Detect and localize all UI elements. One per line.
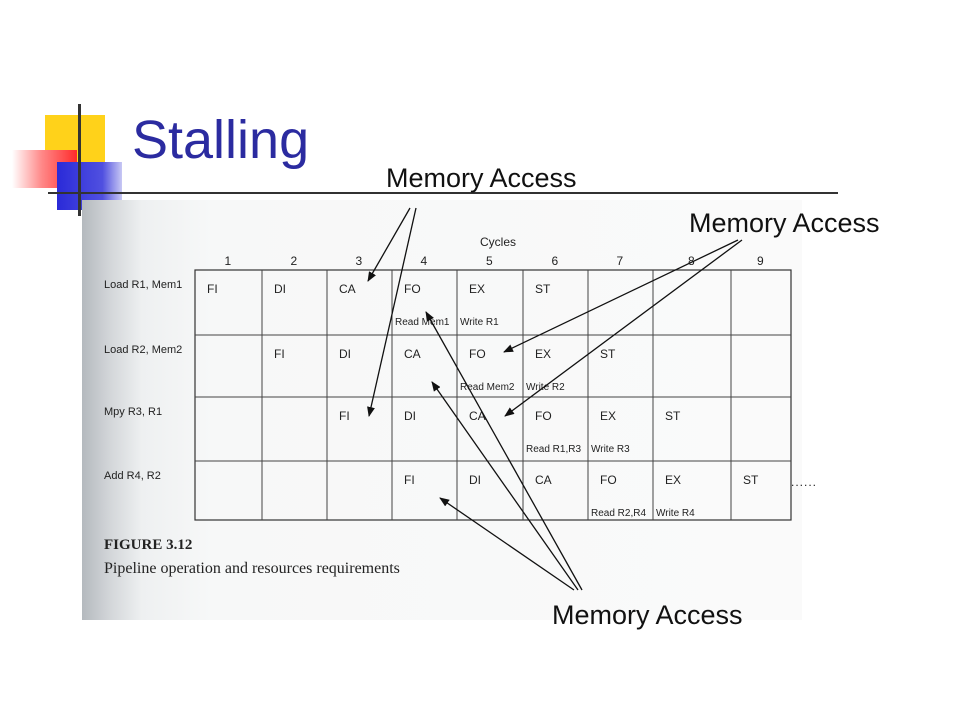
instruction-label: Load R1, Mem1 xyxy=(104,279,183,291)
cycle-number: 3 xyxy=(355,254,363,268)
cycle-number: 6 xyxy=(551,254,559,268)
stage-cell-ex: EX xyxy=(665,473,682,487)
grid-border xyxy=(194,269,792,521)
stage-cell-ex: EX xyxy=(469,282,486,296)
stage-cell-ca: CA xyxy=(535,473,552,487)
stage-cell-ca: CA xyxy=(339,282,356,296)
cycle-number: 8 xyxy=(688,254,695,268)
resource-note: Read R2,R4 xyxy=(591,508,647,519)
arrow-top-to-fi xyxy=(367,207,417,417)
stage-cell-st: ST xyxy=(743,473,759,487)
stage-cell-ex: EX xyxy=(535,347,552,361)
stage-cell-ca: CA xyxy=(404,347,421,361)
arrow-top-to-ca xyxy=(367,207,411,282)
arrow-bottom-to-fi xyxy=(439,497,575,591)
figure-number: FIGURE 3.12 xyxy=(104,537,193,553)
resource-note: Read Mem1 xyxy=(395,317,450,328)
cycle-number: 7 xyxy=(616,254,624,268)
callout-memory-access-bottom: Memory Access xyxy=(552,600,743,630)
figure-caption: Pipeline operation and resources require… xyxy=(104,560,400,577)
stage-cell-st: ST xyxy=(535,282,551,296)
stage-cell-fi: FI xyxy=(207,282,218,296)
title-horizontal-rule xyxy=(48,192,838,194)
stage-cell-fo: FO xyxy=(600,473,617,487)
stage-cell-di: DI xyxy=(274,282,286,296)
instruction-label: Mpy R3, R1 xyxy=(104,406,163,418)
stage-cell-fi: FI xyxy=(274,347,285,361)
callout-memory-access-right: Memory Access xyxy=(689,208,880,238)
instruction-label: Add R4, R2 xyxy=(104,470,161,482)
instruction-label: Load R2, Mem2 xyxy=(104,344,183,356)
stage-cell-di: DI xyxy=(404,409,416,423)
cycle-number: 5 xyxy=(486,254,493,268)
cycle-number: 1 xyxy=(224,254,232,268)
stage-cell-di: DI xyxy=(339,347,351,361)
stage-cell-fi: FI xyxy=(339,409,350,423)
continuation-dots: ...... xyxy=(791,475,818,489)
cycle-number: 4 xyxy=(420,254,428,268)
stage-cell-fo: FO xyxy=(535,409,552,423)
stage-cell-ex: EX xyxy=(600,409,617,423)
stage-cell-st: ST xyxy=(665,409,681,423)
resource-note: Read R1,R3 xyxy=(526,444,582,455)
arrow-bottom-to-ca xyxy=(431,381,579,591)
stage-cell-ca: CA xyxy=(469,409,486,423)
resource-note: Write R1 xyxy=(460,317,499,328)
stage-cell-di: DI xyxy=(469,473,481,487)
arrow-bottom-to-fo xyxy=(425,311,583,591)
slide-title: Stalling xyxy=(132,110,310,170)
resource-note: Write R2 xyxy=(526,382,565,393)
resource-note: Read Mem2 xyxy=(460,382,515,393)
arrow-right-to-ca xyxy=(504,239,743,417)
arrow-right-to-fo xyxy=(503,239,739,353)
stage-cell-fo: FO xyxy=(404,282,421,296)
title-vertical-rule xyxy=(78,104,81,216)
cycle-number: 9 xyxy=(757,254,764,268)
cycles-axis-label: Cycles xyxy=(480,235,517,249)
callout-memory-access-top: Memory Access xyxy=(386,163,577,193)
stage-cell-fi: FI xyxy=(404,473,415,487)
resource-note: Write R3 xyxy=(591,444,630,455)
stage-cell-fo: FO xyxy=(469,347,486,361)
stage-cell-st: ST xyxy=(600,347,616,361)
cycle-number: 2 xyxy=(290,254,298,268)
resource-note: Write R4 xyxy=(656,508,695,519)
